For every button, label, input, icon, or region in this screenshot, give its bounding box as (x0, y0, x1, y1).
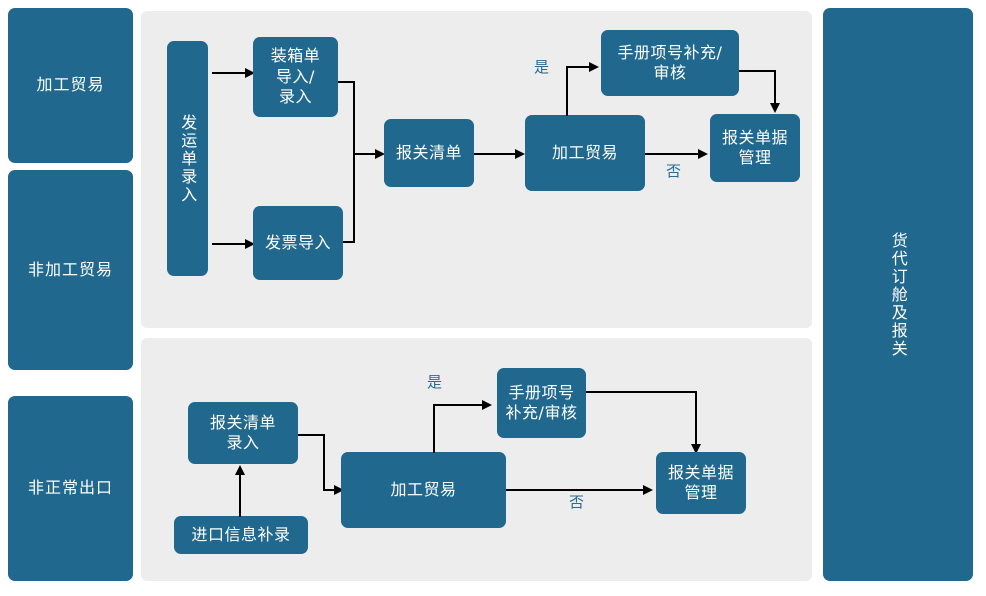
edge-manual-to-docmgmt-vertical (774, 70, 776, 106)
sidebar-item-non-processing-trade[interactable]: 非加工贸易 (8, 170, 133, 370)
arrowhead-icon (770, 103, 780, 113)
node-processing-trade-bottom[interactable]: 加工贸易 (341, 452, 506, 528)
right-rail-freight-booking-customs[interactable]: 货代订舱及报关 (823, 8, 973, 581)
node-invoice-import[interactable]: 发票导入 (253, 206, 343, 280)
sidebar-item-processing-trade[interactable]: 加工贸易 (8, 8, 133, 163)
sidebar-item-label: 加工贸易 (36, 75, 105, 95)
edge-customs-list-to-processing (474, 153, 518, 155)
arrowhead-icon (698, 149, 708, 159)
node-label: 进口信息补录 (191, 524, 291, 544)
arrowhead-icon (691, 444, 701, 454)
arrowhead-icon (515, 149, 525, 159)
arrowhead-icon (334, 485, 344, 495)
node-customs-doc-mgmt-top[interactable]: 报关单据 管理 (710, 114, 800, 182)
branch-label-no-bottom: 否 (569, 493, 585, 511)
branch-label-yes-bottom: 是 (427, 373, 443, 391)
edge-processing-yes-horizontal-bottom (433, 404, 486, 406)
node-manual-item-no-bottom[interactable]: 手册项号 补充/审核 (497, 368, 586, 438)
sidebar-item-label: 非加工贸易 (27, 259, 113, 279)
edge-manual-to-docmgmt-horizontal (739, 70, 775, 72)
node-label: 发运单录入 (178, 113, 198, 204)
branch-label-yes-top: 是 (534, 58, 550, 76)
right-rail-label: 货代订舱及报关 (888, 231, 908, 358)
edge-processing-yes-horizontal (566, 66, 595, 68)
edge-invoice-to-merge (343, 241, 355, 243)
node-customs-doc-mgmt-bottom[interactable]: 报关单据 管理 (656, 452, 746, 514)
edge-shipment-to-invoice (212, 243, 248, 245)
node-label: 报关清单 录入 (209, 412, 276, 452)
node-label: 报关单据 管理 (721, 127, 788, 167)
edge-shipment-to-packing (212, 72, 248, 74)
edge-manual-to-docmgmt-horizontal-bottom (586, 391, 696, 393)
arrowhead-icon (245, 239, 255, 249)
edge-entry-to-processing-horizontal (298, 434, 324, 436)
edge-processing-yes-vertical (566, 66, 568, 116)
edge-processing-no-horizontal (645, 153, 700, 155)
sidebar-item-label: 非正常出口 (27, 478, 113, 498)
edge-processing-no-horizontal-bottom (506, 489, 646, 491)
node-import-info-supplement[interactable]: 进口信息补录 (174, 516, 308, 554)
node-label: 发票导入 (264, 232, 331, 252)
edge-manual-to-docmgmt-vertical-bottom (695, 391, 697, 447)
arrowhead-icon (482, 400, 492, 410)
edge-entry-to-processing-horizontal2 (323, 489, 338, 491)
node-label: 装箱单 导入/ 录入 (270, 46, 321, 107)
edge-packing-to-merge (338, 81, 355, 83)
node-manual-item-no-top[interactable]: 手册项号补充/ 审核 (601, 30, 739, 96)
node-label: 报关单据 管理 (667, 462, 734, 502)
node-label: 加工贸易 (551, 142, 618, 162)
node-label: 手册项号补充/ 审核 (617, 42, 723, 82)
edge-entry-to-processing-vertical (323, 434, 325, 489)
node-label: 手册项号 补充/审核 (505, 382, 578, 422)
node-label: 报关清单 (395, 142, 462, 162)
node-processing-trade-top[interactable]: 加工贸易 (525, 115, 645, 191)
edge-processing-yes-vertical-bottom (433, 404, 435, 453)
branch-label-no-top: 否 (666, 162, 682, 180)
arrowhead-icon (245, 68, 255, 78)
node-packing-list-import[interactable]: 装箱单 导入/ 录入 (253, 37, 338, 117)
node-label: 加工贸易 (390, 479, 457, 499)
node-customs-list-entry[interactable]: 报关清单 录入 (188, 402, 298, 464)
arrowhead-icon (643, 485, 653, 495)
sidebar-item-abnormal-export[interactable]: 非正常出口 (8, 396, 133, 581)
edge-merge-vertical (353, 81, 355, 242)
edge-merge-to-customs-list (353, 153, 379, 155)
node-shipment-entry[interactable]: 发运单录入 (167, 41, 208, 276)
node-customs-list[interactable]: 报关清单 (384, 119, 474, 187)
edge-import-info-to-entry (239, 474, 241, 517)
arrowhead-icon (375, 149, 385, 159)
arrowhead-icon (235, 465, 245, 475)
arrowhead-icon (589, 62, 599, 72)
